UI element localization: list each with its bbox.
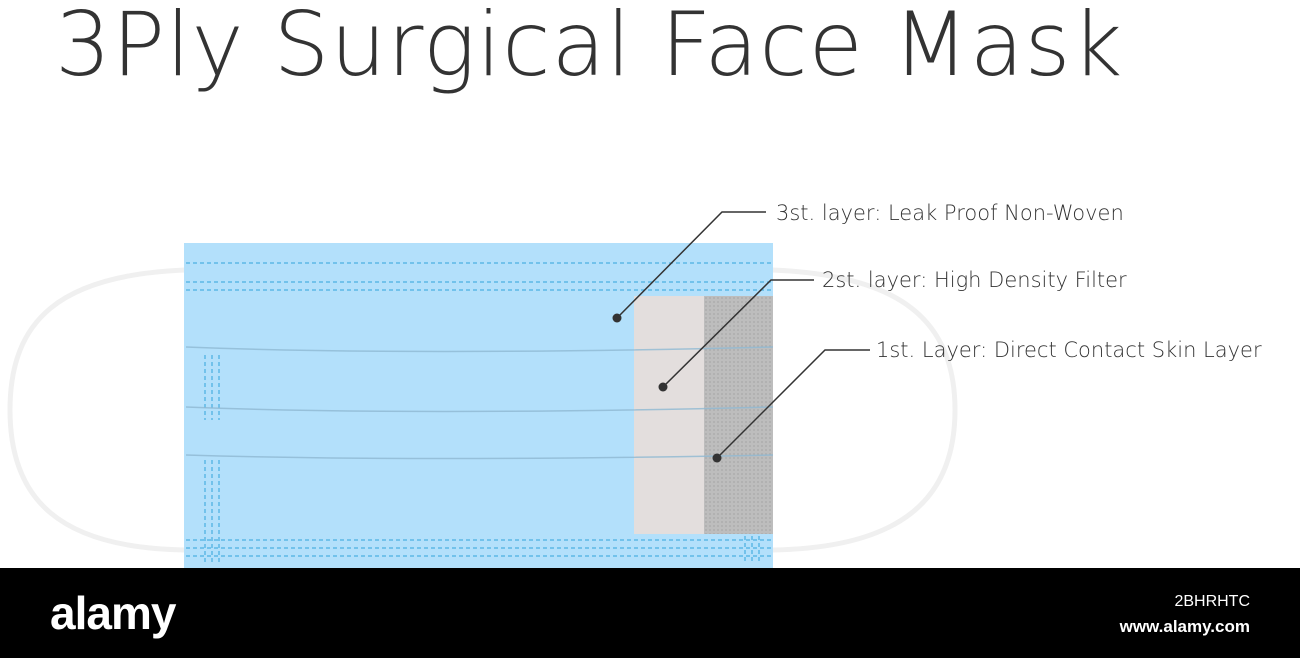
pointer-dot-layer3 [612,313,622,323]
image-id: 2BHRHTC [1174,593,1250,610]
site-url: www.alamy.com [1119,617,1250,636]
filter-layer [634,296,704,534]
right-ear-loop [771,267,958,553]
left-ear-loop [7,267,186,553]
skin-layer [704,296,773,534]
leader-lines [616,211,870,459]
label-layer1: 1st. Layer: Direct Contact Skin Layer [876,338,1262,362]
pointer-dot-layer1 [712,453,722,463]
label-layer3: 3st. layer: Leak Proof Non-Woven [776,201,1124,225]
alamy-logo: alamy [50,587,176,639]
mask-pleats [185,346,774,460]
diagram-title: 3Ply Surgical Face Mask [55,0,1124,96]
label-layer2: 2st. layer: High Density Filter [822,268,1127,292]
footer-bar: alamy 2BHRHTC www.alamy.com [0,568,1300,658]
pointer-dot-layer2 [658,382,668,392]
side-stitching [204,355,760,562]
